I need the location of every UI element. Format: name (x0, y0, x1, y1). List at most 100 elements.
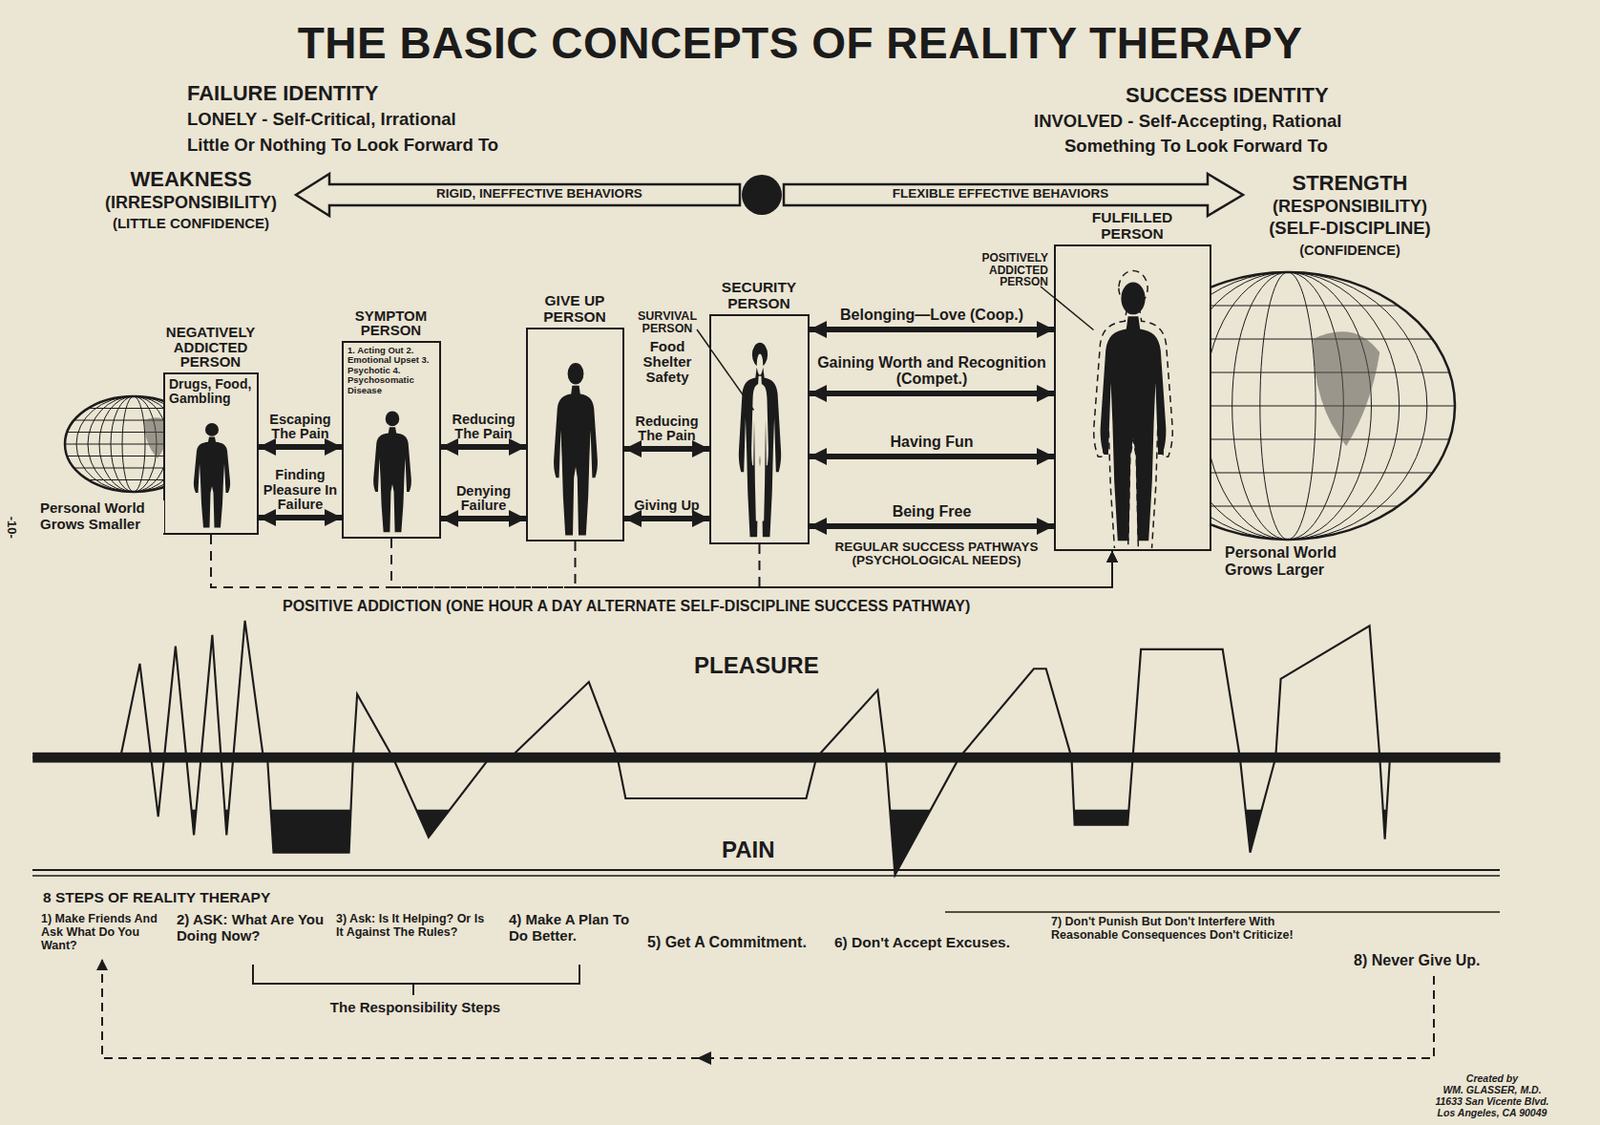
pathway-label: Being Free (811, 504, 1053, 521)
leader-line (1055, 286, 1095, 331)
person-silhouette (193, 422, 231, 527)
label-text: (CONFIDENCE) (1225, 242, 1474, 258)
label-text: -10- (4, 507, 20, 547)
figure (1055, 246, 1209, 548)
label-text: WM. GLASSER, M.D. (1420, 1084, 1564, 1095)
label-text: (LITTLE CONFIDENCE) (66, 215, 316, 232)
step-text: 8) Never Give Up. (1353, 951, 1507, 969)
pathway-label: Escaping The Pain (260, 412, 340, 442)
label-text: POSITIVE ADDICTION (ONE HOUR A DAY ALTER… (282, 597, 1075, 615)
step-text: 3) Ask: Is It Helping? Or Is It Against … (336, 911, 494, 939)
label-text: Los Angeles, CA 90049 (1420, 1107, 1564, 1118)
person-silhouette (553, 362, 598, 535)
rigid-arrow (295, 173, 740, 216)
person-box: SYMPTOM PERSON1. Acting Out 2. Emotional… (341, 340, 442, 539)
label-text: (RESPONSIBILITY) (1225, 196, 1474, 216)
pathway-label: Belonging—Love (Coop.) (811, 307, 1053, 324)
pathway-arrow (809, 453, 1054, 460)
pathway-label: Gaining Worth and Recognition (Compet.) (811, 355, 1053, 388)
person-box: SECURITY PERSON (709, 314, 810, 545)
person-heading: NEGATIVELY ADDICTED PERSON (142, 324, 280, 370)
person-box: GIVE UP PERSON (526, 327, 625, 542)
positive-addiction-path (575, 541, 1114, 588)
pathway-arrow (441, 515, 527, 522)
responsibility-bracket (252, 964, 580, 995)
label-text: RIGID, INEFFECTIVE BEHAVIORS (343, 187, 736, 201)
title: THE BASIC CONCEPTS OF REALITY THERAPY (0, 17, 1600, 69)
label-text: POSITIVELY ADDICTED PERSON (954, 252, 1049, 289)
person-silhouette (1100, 282, 1167, 542)
person-heading: GIVE UP PERSON (522, 293, 628, 325)
continent (1312, 331, 1380, 446)
dashed-aura (1094, 270, 1174, 548)
label-text: The Responsibility Steps (319, 999, 511, 1016)
pathway-arrow (809, 390, 1054, 397)
step-text: 2) ASK: What Are You Doing Now? (176, 911, 328, 945)
label-text: FAILURE IDENTITY (187, 82, 379, 106)
pathway-label: Reducing The Pain (626, 414, 708, 443)
label-text: Personal World Grows Smaller (38, 500, 165, 533)
label-text: INVOLVED - Self-Accepting, Rational (1033, 111, 1342, 132)
person-heading: FULFILLED PERSON (1079, 210, 1185, 242)
rule (32, 868, 1500, 871)
person-note: Drugs, Food, Gambling (165, 374, 257, 410)
pathway-label: Denying Failure (442, 484, 525, 513)
pain-area (32, 809, 1500, 875)
label-text: REGULAR SUCCESS PATHWAYS (PSYCHOLOGICAL … (811, 540, 1062, 568)
pathway-arrow (809, 326, 1054, 333)
label-text: STRENGTH (1225, 171, 1474, 196)
label-text: SUCCESS IDENTITY (1125, 84, 1329, 108)
pathway-label: Finding Pleasure In Failure (260, 467, 340, 512)
pathway-arrow (258, 443, 342, 450)
pathway-arrow (624, 445, 710, 452)
figure (527, 329, 622, 539)
rule (32, 874, 1500, 877)
person-silhouette (738, 342, 781, 538)
figure (711, 315, 807, 542)
flexible-arrow (783, 173, 1243, 216)
person-box: NEGATIVELY ADDICTED PERSONDrugs, Food, G… (163, 372, 259, 535)
label-text: 8 STEPS OF REALITY THERAPY (42, 888, 271, 906)
pathway-arrow (809, 523, 1054, 529)
label-text: Created by (1420, 1073, 1564, 1084)
label-text: PLEASURE (694, 652, 820, 679)
pathway-label: Reducing The Pain (442, 412, 525, 442)
step-text: 4) Make A Plan To Do Better. (508, 911, 638, 945)
return-loop (102, 958, 1434, 1058)
loop-arrowhead (696, 1051, 712, 1065)
person-box: FULFILLED PERSON (1053, 244, 1212, 551)
step-text: 6) Don't Accept Excuses. (834, 933, 1047, 950)
center-dot (741, 174, 782, 215)
baseline (32, 752, 1500, 763)
pathway-label: Having Fun (811, 434, 1053, 451)
leader-line (711, 329, 755, 411)
step-text: 1) Make Friends And Ask What Do You Want… (41, 911, 164, 952)
step-text: 5) Get A Commitment. (647, 933, 835, 951)
label-text: (SELF-DISCIPLINE) (1225, 218, 1474, 239)
person-silhouette (373, 411, 412, 533)
person-note: 1. Acting Out 2. Emotional Upset 3. Psyc… (343, 342, 440, 399)
label-text: WEAKNESS (66, 168, 316, 192)
label-text: (IRRESPONSIBILITY) (66, 192, 316, 212)
label-text: Food Shelter Safety (631, 338, 703, 386)
person-heading: SECURITY PERSON (706, 279, 812, 312)
positive-addiction-path (210, 534, 1113, 588)
pleasure-line (32, 620, 1500, 875)
pathway-label: Giving Up (626, 498, 708, 513)
label-text: FLEXIBLE EFFECTIVE BEHAVIORS (800, 187, 1201, 201)
label-text: SURVIVAL PERSON (627, 310, 708, 336)
pathway-arrow (624, 515, 710, 522)
label-text: LONELY - Self-Critical, Irrational (187, 109, 457, 130)
label-text: Personal World Grows Larger (1224, 544, 1364, 579)
positive-addiction-path (391, 538, 1113, 588)
label-text: Something To Look Forward To (1064, 136, 1328, 157)
survival-silhouette (751, 354, 769, 522)
label-text: Little Or Nothing To Look Forward To (187, 135, 499, 156)
rule (945, 910, 1500, 913)
pleasure-pain-chart (32, 620, 1500, 875)
person-heading: SYMPTOM PERSON (334, 308, 449, 339)
label-text: PAIN (721, 837, 776, 864)
pathway-arrow (258, 514, 342, 521)
label-text: 11633 San Vicente Blvd. (1420, 1095, 1564, 1107)
